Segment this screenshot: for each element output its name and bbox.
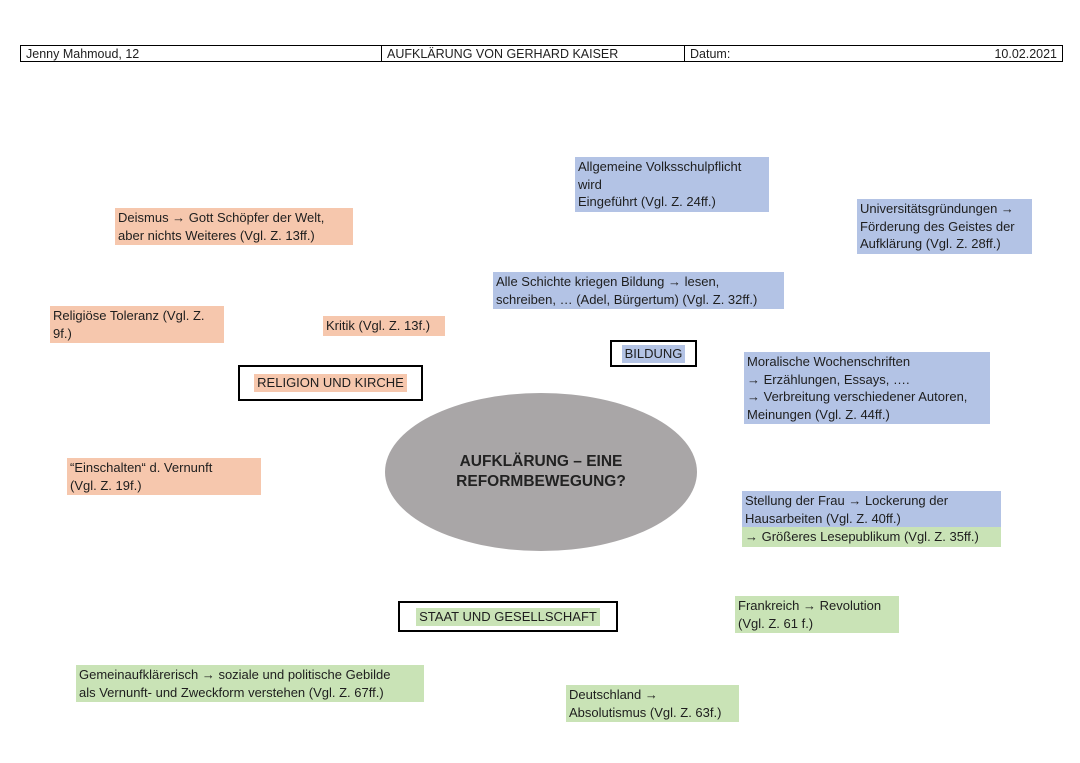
document-title: AUFKLÄRUNG VON GERHARD KAISER <box>382 46 685 61</box>
topic-bildung: BILDUNG <box>610 340 697 367</box>
header-table: Jenny Mahmoud, 12 AUFKLÄRUNG VON GERHARD… <box>20 45 1063 62</box>
topic-religion-kirche: RELIGION UND KIRCHE <box>238 365 423 401</box>
note-gemeinaufklaererisch: Gemeinaufklärerisch → soziale und politi… <box>76 665 424 702</box>
note-vernunft: “Einschalten“ d. Vernunft (Vgl. Z. 19f.) <box>67 458 261 495</box>
note-universitaet: Universitätsgründungen → Förderung des G… <box>857 199 1032 254</box>
note-frankreich: Frankreich → Revolution (Vgl. Z. 61 f.) <box>735 596 899 633</box>
note-deutschland: Deutschland → Absolutismus (Vgl. Z. 63f.… <box>566 685 739 722</box>
note-schichte: Alle Schichte kriegen Bildung → lesen, s… <box>493 272 784 309</box>
note-lesepublikum: → Größeres Lesepublikum (Vgl. Z. 35ff.) <box>742 527 1001 547</box>
topic-staat-gesellschaft: STAAT UND GESELLSCHAFT <box>398 601 618 632</box>
note-kritik: Kritik (Vgl. Z. 13f.) <box>323 316 445 336</box>
student-name: Jenny Mahmoud, 12 <box>21 46 382 61</box>
central-topic-title: AUFKLÄRUNG – EINE REFORMBEWEGUNG? <box>456 453 626 490</box>
note-toleranz: Religiöse Toleranz (Vgl. Z. 9f.) <box>50 306 224 343</box>
note-wochenschriften: Moralische Wochenschriften → Erzählungen… <box>744 352 990 424</box>
date-label: Datum: <box>690 47 731 61</box>
central-topic-ellipse: AUFKLÄRUNG – EINE REFORMBEWEGUNG? <box>385 393 697 551</box>
note-deismus: Deismus → Gott Schöpfer der Welt, aber n… <box>115 208 353 245</box>
topic-bildung-label: BILDUNG <box>621 344 686 363</box>
topic-religion-label: RELIGION UND KIRCHE <box>254 374 407 392</box>
date-value: 10.02.2021 <box>994 47 1057 61</box>
topic-staat-label: STAAT UND GESELLSCHAFT <box>416 607 600 626</box>
note-volksschule: Allgemeine Volksschulpflicht wird Eingef… <box>575 157 769 212</box>
note-frau: Stellung der Frau → Lockerung der Hausar… <box>742 491 1001 528</box>
